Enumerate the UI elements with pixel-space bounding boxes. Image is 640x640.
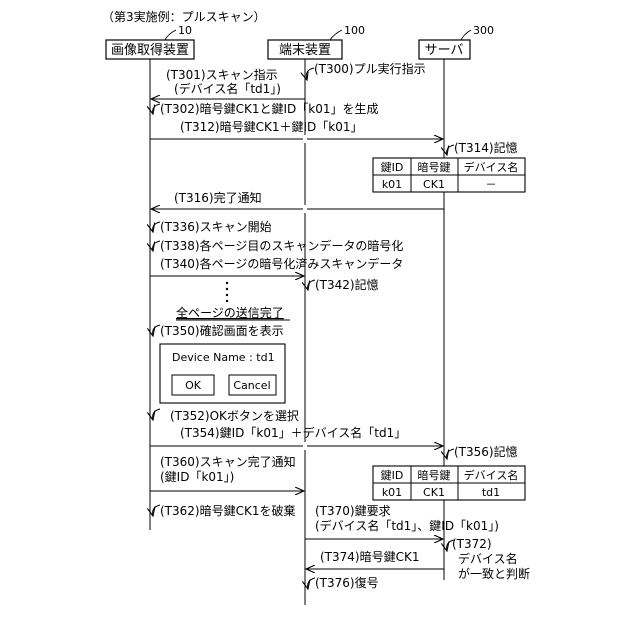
confirm-dialog: Device Name : td1 OK Cancel	[160, 344, 285, 403]
self-loop-t356	[447, 449, 454, 459]
self-loop-t300	[306, 68, 314, 80]
label-t370b: (デバイス名「td1」、鍵ID「k01」)	[315, 518, 499, 533]
label-t372b: デバイス名	[458, 551, 518, 566]
label-t338: (T338)各ページ目のスキャンデータの暗号化	[160, 238, 403, 253]
self-loop-t376	[308, 578, 315, 589]
table2-cell-key: CK1	[423, 486, 445, 499]
table1-header-key: 暗号鍵	[418, 160, 451, 174]
participant-ref-10: 10	[178, 24, 192, 37]
label-t360a: (T360)スキャン完了通知	[160, 454, 296, 469]
self-loop-t314	[447, 145, 454, 155]
participant-name-server: サーバ	[425, 43, 464, 58]
label-t360b: (鍵ID「k01」)	[160, 469, 234, 484]
table2-cell-keyid: k01	[382, 486, 402, 499]
key-table-2: 鍵ID 暗号鍵 デバイス名 k01 CK1 td1	[373, 466, 525, 500]
ref-leader-100	[330, 30, 342, 40]
label-t300: (T300)プル実行指示	[314, 61, 426, 76]
dialog-ok-button[interactable]: OK	[172, 375, 214, 395]
table1-header-device: デバイス名	[464, 160, 519, 174]
label-t301a: (T301)スキャン指示	[166, 67, 278, 82]
label-t314: (T314)記憶	[454, 140, 518, 155]
table2-header-key: 暗号鍵	[418, 468, 451, 482]
self-loop-t352	[153, 409, 160, 420]
label-t376: (T376)復号	[315, 575, 379, 590]
label-t350: (T350)確認画面を表示	[160, 323, 284, 338]
caption: （第3実施例：プルスキャン）	[102, 9, 266, 24]
dialog-cancel-label: Cancel	[233, 379, 270, 392]
self-loop-t338	[153, 241, 160, 251]
table2-header-keyid: 鍵ID	[381, 468, 404, 482]
key-table-1: 鍵ID 暗号鍵 デバイス名 k01 CK1 －	[373, 158, 525, 192]
label-t354: (T354)鍵ID「k01」＋デバイス名「td1」	[180, 425, 406, 440]
label-t336: (T336)スキャン開始	[160, 220, 272, 234]
label-t352: (T352)OKボタンを選択	[170, 409, 299, 423]
ref-leader-300	[461, 30, 471, 40]
ref-leader-10	[165, 30, 176, 40]
participant-ref-300: 300	[473, 24, 494, 37]
label-t316: (T316)完了通知	[174, 190, 262, 205]
table2-cell-device: td1	[482, 486, 500, 499]
label-t302: (T302)暗号鍵CK1と鍵ID「k01」を生成	[160, 101, 378, 116]
label-t312: (T312)暗号鍵CK1＋鍵ID「k01」	[180, 119, 362, 134]
label-t372c: が一致と判断	[458, 566, 530, 581]
continuation-dots	[226, 282, 228, 302]
label-t372a: (T372)	[452, 537, 492, 551]
self-loop-t350	[153, 325, 160, 336]
lifeline-cross-gap-3	[303, 442, 307, 450]
self-loop-t342	[308, 280, 315, 290]
label-t374: (T374)暗号鍵CK1	[320, 549, 419, 564]
table1-cell-key: CK1	[423, 178, 445, 191]
self-loop-t362	[153, 505, 160, 516]
table2-header-device: デバイス名	[464, 468, 519, 482]
label-t370a: (T370)鍵要求	[315, 503, 391, 518]
dialog-device-name: Device Name : td1	[172, 351, 275, 364]
label-t362: (T362)暗号鍵CK1を破棄	[160, 503, 295, 518]
label-t342: (T342)記憶	[315, 277, 379, 292]
self-loop-t302	[153, 104, 160, 114]
participant-name-image-device: 画像取得装置	[111, 42, 189, 58]
lifeline-cross-gap	[303, 135, 307, 143]
label-t340: (T340)各ページの暗号化済みスキャンデータ	[160, 256, 403, 271]
table1-header-keyid: 鍵ID	[381, 160, 404, 174]
label-t301b: (デバイス名「td1」)	[174, 81, 281, 96]
self-loop-t336	[153, 222, 160, 232]
participant-ref-100: 100	[344, 24, 365, 37]
lifeline-cross-gap-2	[303, 205, 307, 213]
dialog-ok-label: OK	[185, 379, 202, 392]
label-t356: (T356)記憶	[454, 444, 518, 459]
table1-cell-device: －	[486, 178, 497, 191]
participant-name-terminal: 端末装置	[279, 43, 331, 58]
table1-cell-keyid: k01	[382, 178, 402, 191]
label-all-sent: 全ページの送信完了	[176, 305, 284, 320]
dialog-cancel-button[interactable]: Cancel	[229, 375, 276, 395]
